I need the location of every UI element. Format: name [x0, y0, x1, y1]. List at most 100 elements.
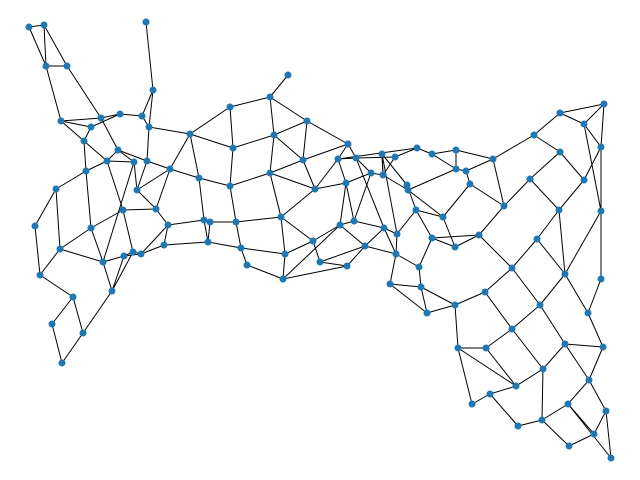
graph-edge — [246, 264, 284, 280]
graph-node — [452, 165, 460, 173]
graph-node — [599, 343, 607, 351]
graph-edge — [43, 24, 68, 67]
graph-edge — [558, 209, 566, 275]
graph-edge — [119, 113, 143, 117]
graph-node — [417, 283, 425, 291]
graph-edge — [55, 170, 87, 190]
graph-edge — [541, 403, 569, 421]
graph-edge — [381, 153, 384, 176]
graph-edge — [106, 160, 135, 163]
graph-edge — [492, 158, 505, 207]
graph-edge — [345, 182, 355, 222]
graph-node — [114, 146, 122, 154]
graph-edge — [59, 227, 92, 250]
graph-edge — [45, 65, 62, 122]
graph-edge — [484, 267, 513, 293]
graph-edge — [117, 149, 148, 162]
graph-edge — [198, 177, 205, 221]
graph-edge — [536, 238, 566, 275]
graph-edge — [189, 106, 231, 135]
graph-node — [309, 237, 317, 245]
graph-edge — [146, 126, 150, 162]
graph-edge — [60, 120, 92, 128]
graph-edge — [420, 286, 456, 306]
graph-edge — [605, 410, 612, 459]
graph-node — [350, 217, 358, 225]
graph-edge — [106, 160, 124, 211]
graph-node — [97, 114, 105, 122]
graph-edge — [568, 433, 595, 447]
graph-node — [526, 175, 534, 183]
graph-edge — [100, 117, 119, 151]
graph-edge — [269, 172, 282, 218]
graph-node — [451, 243, 459, 251]
graph-edge — [59, 248, 104, 263]
graph-edge — [141, 89, 154, 117]
graph-edge — [454, 234, 480, 248]
graph-edge — [269, 172, 316, 190]
graph-node — [413, 144, 421, 152]
graph-node — [378, 150, 386, 158]
graph-edge — [431, 237, 456, 248]
graph-edge — [353, 172, 372, 222]
graph-edge — [269, 74, 289, 98]
edge-layer — [28, 21, 612, 459]
graph-edge — [431, 149, 457, 155]
graph-node — [133, 186, 141, 194]
graph-node — [206, 218, 214, 226]
graph-node — [481, 288, 489, 296]
graph-node — [243, 261, 251, 269]
graph-node — [403, 181, 411, 189]
graph-edge — [189, 133, 200, 179]
graph-edge — [312, 224, 341, 242]
graph-node — [87, 123, 95, 131]
graph-edge — [148, 126, 191, 135]
graph-edge — [583, 123, 602, 148]
graph-node — [52, 185, 60, 193]
graph-edge — [339, 182, 347, 226]
graph-edge — [542, 343, 566, 370]
graph-edge — [145, 21, 154, 91]
graph-edge — [511, 304, 541, 330]
graph-node — [508, 325, 516, 333]
graph-node — [80, 137, 88, 145]
graph-edge — [567, 403, 612, 459]
graph-node — [367, 169, 375, 177]
graph-node — [508, 264, 516, 272]
graph-edge — [389, 283, 428, 314]
graph-node — [119, 206, 127, 214]
graph-edge — [229, 106, 234, 149]
graph-node — [149, 86, 157, 94]
graph-node — [475, 231, 483, 239]
graph-node — [565, 442, 573, 450]
graph-node — [556, 148, 564, 156]
graph-node — [279, 275, 287, 283]
graph-edge — [559, 112, 585, 125]
graph-edge — [314, 182, 347, 190]
graph-node — [379, 171, 387, 179]
graph-edge — [418, 237, 433, 268]
graph-edge — [232, 134, 275, 149]
graph-edge — [567, 379, 590, 405]
graph-node — [25, 23, 33, 31]
graph-edge — [169, 168, 200, 179]
graph-node — [204, 238, 212, 246]
graph-node — [277, 213, 285, 221]
graph-node — [607, 454, 615, 462]
graph-edge — [203, 219, 209, 243]
graph-edge — [133, 161, 138, 191]
graph-edge — [235, 221, 242, 249]
graph-edge — [457, 347, 517, 387]
graph-edge — [583, 123, 602, 212]
graph-edge — [337, 147, 418, 160]
graph-edge — [564, 343, 590, 381]
graph-edge — [431, 153, 457, 170]
graph-node — [482, 344, 490, 352]
graph-node — [270, 131, 278, 139]
graph-edge — [564, 210, 602, 275]
graph-edge — [533, 134, 561, 153]
graph-node — [79, 329, 87, 337]
graph-edge — [353, 220, 385, 229]
graph-node — [160, 241, 168, 249]
graph-edge — [593, 410, 607, 435]
